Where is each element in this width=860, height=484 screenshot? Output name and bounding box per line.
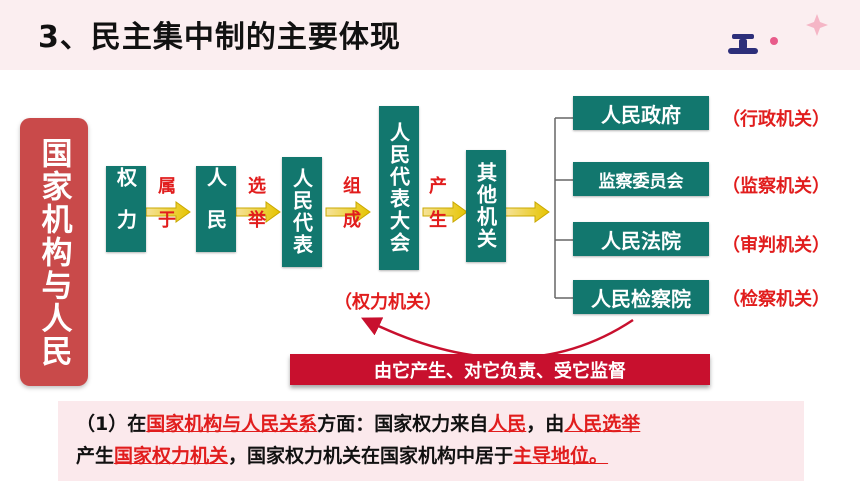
power-organ-label: （权力机关） xyxy=(334,292,442,313)
organ-court: 人民法院 xyxy=(573,222,709,256)
left-label-text: 国家机构与人民 xyxy=(35,136,72,368)
highlight-relation: 国家机构与人民关系 xyxy=(146,413,318,435)
organ-court-type: （审判机关） xyxy=(722,235,830,256)
rel-produce: 产生 xyxy=(426,176,447,244)
yellow-arrow-1 xyxy=(145,201,191,223)
box-other-organs: 其他机关 xyxy=(466,150,506,262)
highlight-election: 人民选举 xyxy=(564,413,641,435)
return-arrow xyxy=(361,317,634,360)
organ-bracket xyxy=(554,117,573,299)
box-congress: 人民代表大会 xyxy=(379,106,419,270)
flow-connectors xyxy=(145,117,634,360)
header-band xyxy=(0,0,860,70)
decoration-icon xyxy=(728,14,828,54)
organ-supervision-type: （监察机关） xyxy=(722,176,830,197)
yellow-arrow-5 xyxy=(504,201,550,223)
rel-belongs: 属于 xyxy=(155,176,176,244)
organ-government: 人民政府 xyxy=(573,96,709,130)
box-deputies: 人民代表 xyxy=(282,157,322,267)
highlight-power-organ: 国家权力机关 xyxy=(114,445,229,467)
summary-box xyxy=(58,401,804,481)
box-power: 权力 xyxy=(106,166,146,252)
organ-supervision: 监察委员会 xyxy=(573,162,709,196)
yellow-arrow-2 xyxy=(235,201,281,223)
box-people: 人民 xyxy=(196,166,236,252)
organ-procuratorate: 人民检察院 xyxy=(573,280,709,314)
highlight-people: 人民 xyxy=(488,413,527,435)
left-label: 国家机构与人民 xyxy=(20,118,88,386)
rel-compose: 组成 xyxy=(340,176,361,244)
summary-paragraph: （1）在国家机构与人民关系方面：国家权力来自人民，由人民选举 产生国家权力机关，… xyxy=(76,413,641,467)
relation-banner: 由它产生、对它负责、受它监督 xyxy=(290,354,710,385)
rel-elect: 选举 xyxy=(245,176,266,244)
organ-government-type: （行政机关） xyxy=(722,109,830,130)
highlight-dominant: 主导地位。 xyxy=(513,445,609,467)
organ-procuratorate-type: （检察机关） xyxy=(722,289,830,310)
yellow-arrow-3 xyxy=(325,201,371,223)
yellow-arrow-4 xyxy=(422,201,468,223)
page-title: 3、民主集中制的主要体现 xyxy=(38,20,401,55)
